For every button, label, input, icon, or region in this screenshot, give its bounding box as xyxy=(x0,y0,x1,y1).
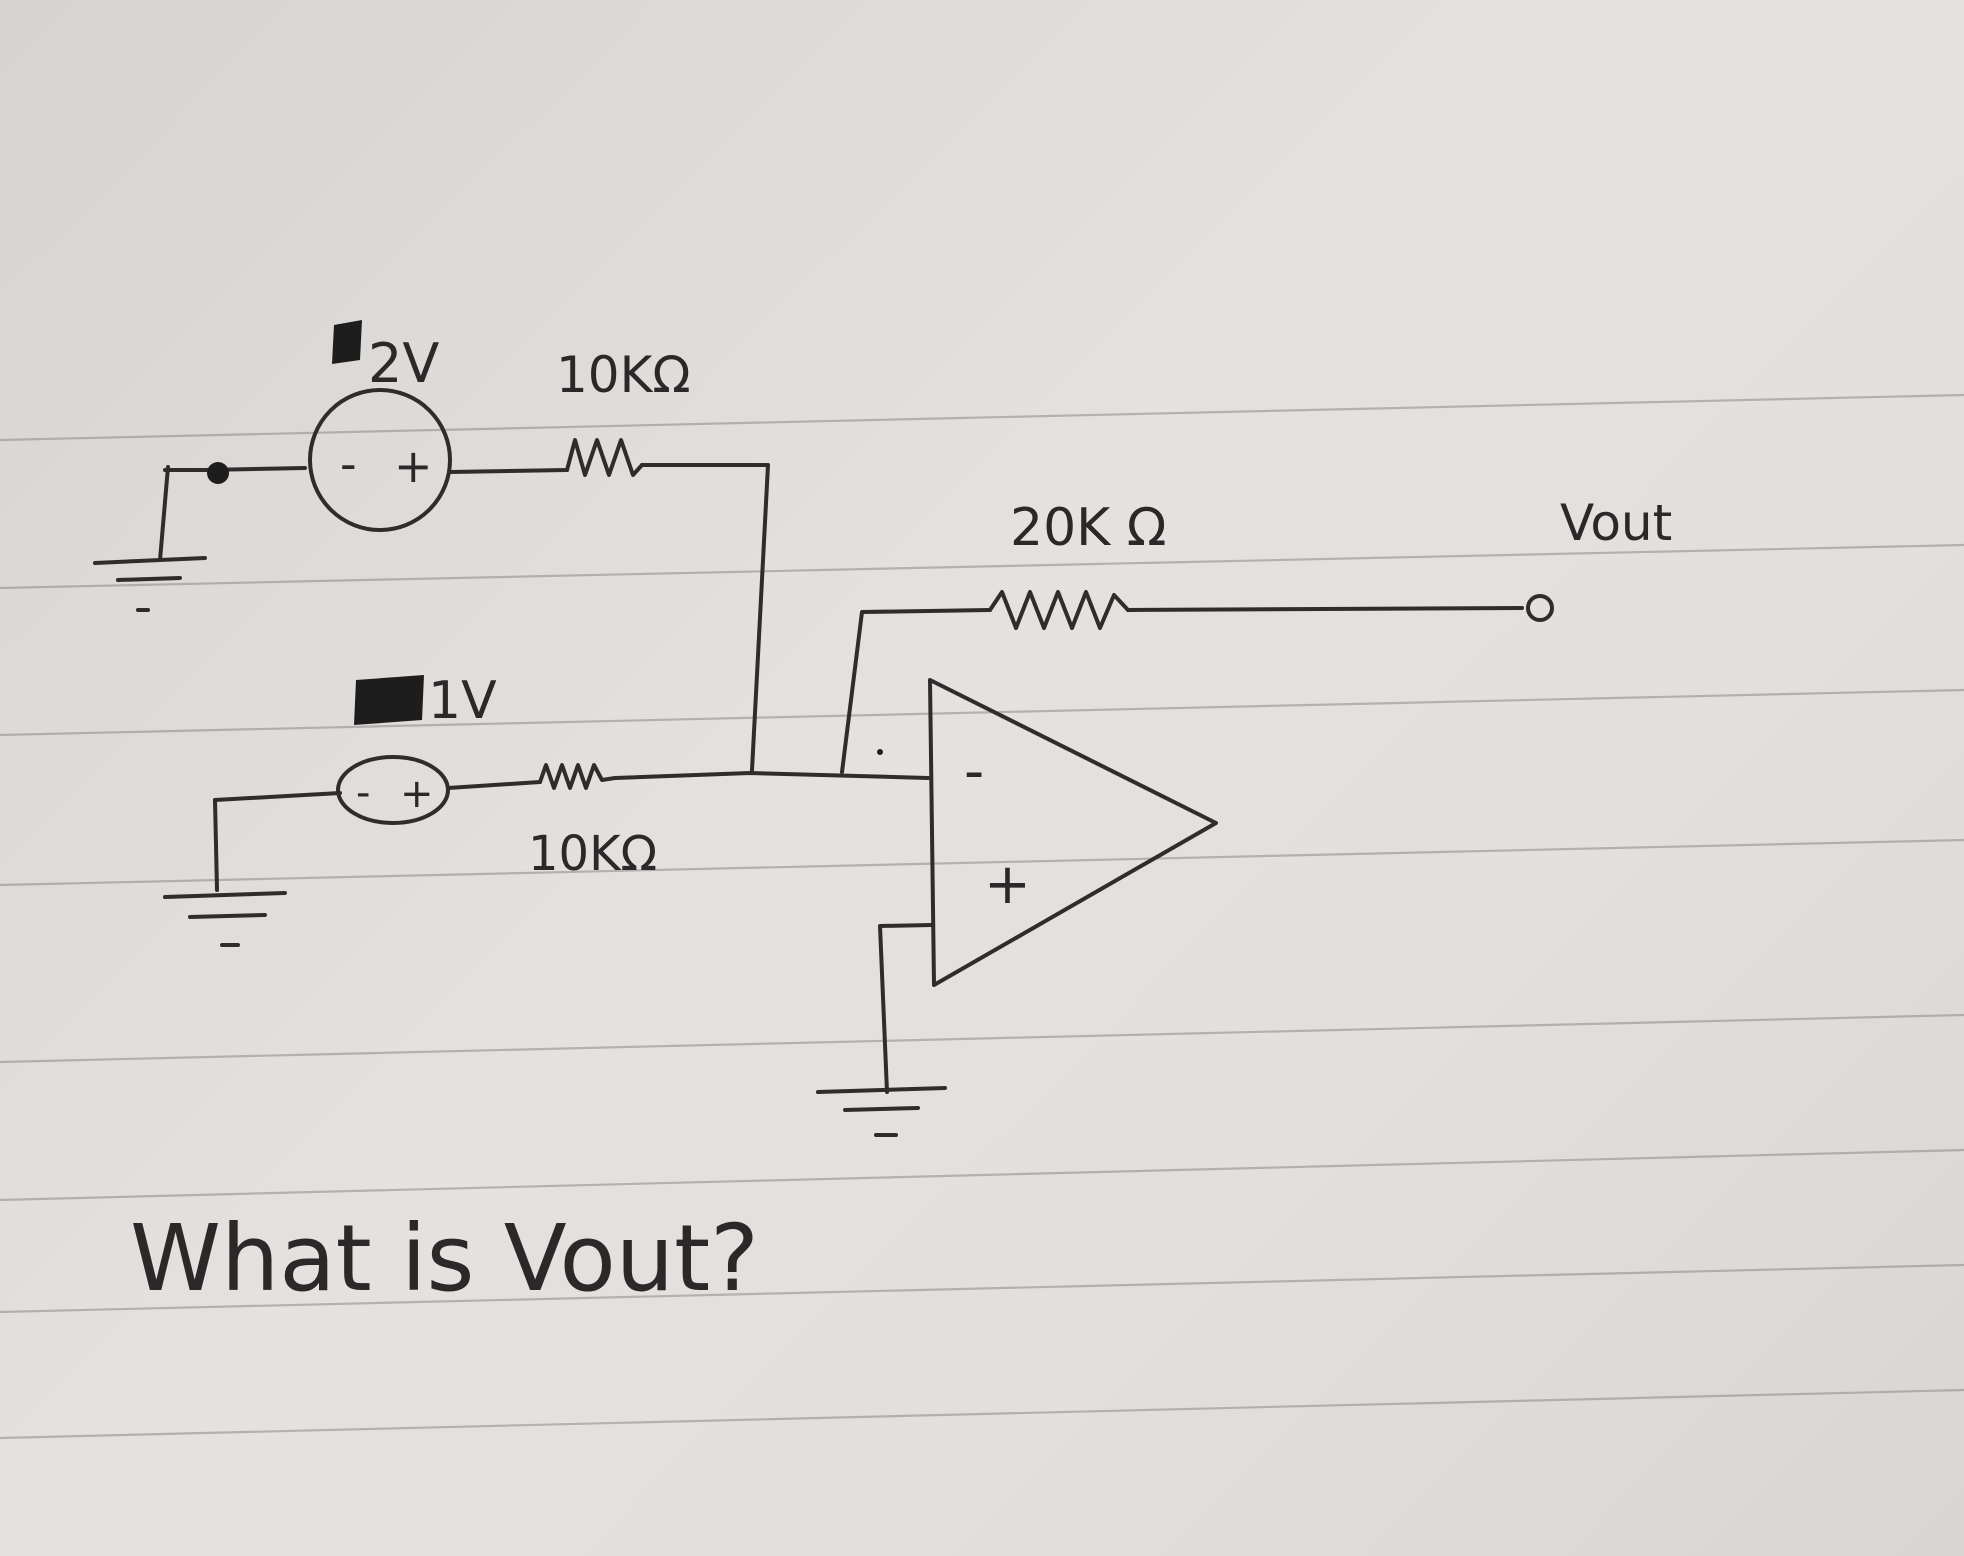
top-branch-wire-to-summing-node xyxy=(640,463,770,772)
bottom-resistor-label: 10KΩ xyxy=(528,826,657,882)
noninverting-ground-wire xyxy=(878,923,934,1094)
feedback-resistor xyxy=(988,590,1130,630)
bottom-voltage-source: - + xyxy=(336,755,450,825)
top-source-plus: + xyxy=(394,439,433,493)
top-source-ground-wire xyxy=(163,466,307,472)
feedback-resistor-label: 20K Ω xyxy=(1010,498,1167,558)
bottom-source-plus: + xyxy=(400,771,434,817)
bottom-source-scribble-mark xyxy=(354,675,424,725)
bottom-ground-symbol xyxy=(163,798,287,947)
summing-node-wire xyxy=(613,771,930,780)
feedback-wire-left xyxy=(840,608,992,774)
bottom-source-value-label: 1V xyxy=(428,671,497,731)
bottom-source-ground-wire xyxy=(213,791,342,802)
top-node-dot xyxy=(207,462,229,484)
opamp-inverting-input-symbol: - xyxy=(964,739,984,804)
question-text: What is Vout? xyxy=(130,1205,759,1312)
top-source-value-label: 2V xyxy=(368,332,439,395)
top-source-scribble-mark xyxy=(332,320,362,364)
opamp-noninverting-input-symbol: + xyxy=(984,852,1031,917)
notebook-ruled-lines xyxy=(0,393,1964,1440)
inverting-node-dot xyxy=(877,749,883,755)
bottom-source-minus: - xyxy=(356,770,370,816)
top-resistor-label: 10KΩ xyxy=(556,346,691,404)
output-wire xyxy=(1126,606,1524,612)
top-ground-symbol xyxy=(93,465,207,612)
top-source-minus: - xyxy=(340,437,357,491)
bottom-input-resistor xyxy=(538,763,617,790)
output-label: Vout xyxy=(1560,494,1672,552)
top-input-resistor xyxy=(565,438,644,477)
top-source-circle xyxy=(308,388,452,532)
bottom-source-oval xyxy=(336,755,450,825)
output-terminal xyxy=(1526,594,1554,622)
bottom-source-to-resistor-wire xyxy=(446,780,542,790)
opamp-ground-symbol xyxy=(816,1086,947,1137)
top-source-to-resistor-wire xyxy=(448,468,569,474)
opamp-triangle xyxy=(928,678,1218,987)
top-voltage-source: - + xyxy=(308,388,452,532)
